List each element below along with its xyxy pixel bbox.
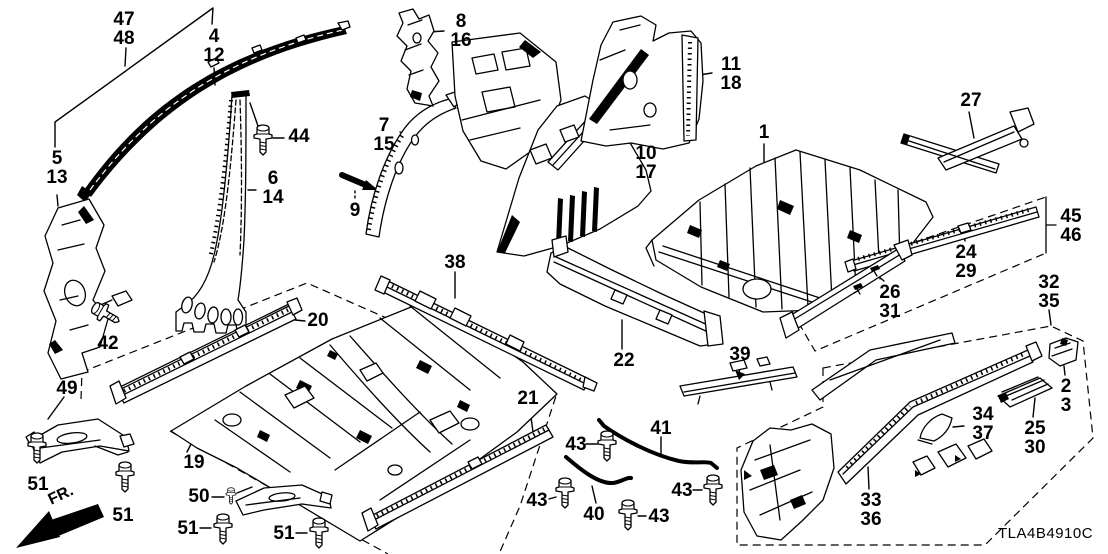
part-bracket-25-30	[997, 376, 1053, 408]
callout-5-13[interactable]: 5 13	[46, 148, 68, 188]
part-damper-base-8-16	[396, 8, 440, 107]
part-strip-40	[564, 455, 633, 485]
part-center-pillar-inner	[175, 90, 250, 335]
part-bracket-34-37	[917, 413, 953, 445]
callout-51-a[interactable]: 51	[27, 474, 49, 495]
callout-21[interactable]: 21	[517, 388, 539, 409]
callout-26-31[interactable]: 26 31	[879, 282, 901, 322]
part-crossmember-bracket-50	[235, 484, 333, 516]
callout-10-17[interactable]: 10 17	[635, 143, 657, 183]
part-floor-crossmember-38	[374, 275, 598, 392]
part-front-pillar-inner	[43, 198, 133, 380]
callout-20[interactable]: 20	[307, 310, 329, 331]
callout-43-a[interactable]: 43	[565, 434, 587, 455]
callout-9[interactable]: 9	[349, 200, 361, 221]
callout-32-35[interactable]: 32 35	[1038, 272, 1060, 312]
part-rear-bulkhead-crossmember-22	[546, 235, 724, 347]
callout-8-16[interactable]: 8 16	[450, 11, 472, 51]
callout-4-12[interactable]: 4 12	[203, 26, 225, 66]
part-front-floor-panel-19	[170, 302, 558, 542]
callout-40[interactable]: 40	[583, 504, 605, 525]
part-roof-side-rail	[77, 20, 351, 202]
diagram-code: TLA4B4910C	[998, 525, 1094, 542]
part-rear-wheelhouse-lower	[740, 423, 835, 541]
part-side-sill-21	[361, 424, 554, 532]
callout-2-3[interactable]: 2 3	[1060, 376, 1072, 416]
callout-7-15[interactable]: 7 15	[373, 115, 395, 155]
callout-38[interactable]: 38	[444, 252, 466, 273]
part-seat-rail-bracket-39	[679, 356, 798, 405]
callout-33-36[interactable]: 33 36	[860, 490, 882, 530]
fr-direction-arrow	[16, 504, 104, 548]
callout-43-b[interactable]: 43	[526, 490, 548, 511]
part-rear-frame-rail-33-36	[811, 332, 1043, 485]
callout-22[interactable]: 22	[613, 350, 635, 371]
callout-27[interactable]: 27	[960, 90, 982, 111]
callout-24-29[interactable]: 24 29	[955, 242, 977, 282]
callout-43-c[interactable]: 43	[648, 506, 670, 527]
part-rear-crossmember-27	[900, 107, 1035, 174]
callout-51-d[interactable]: 51	[273, 523, 295, 544]
part-dashboard-lower-panel	[451, 32, 562, 170]
callout-6-14[interactable]: 6 14	[262, 168, 284, 208]
part-strip-41	[597, 418, 719, 470]
rear-frame-group-dashed-box-45-46	[778, 196, 1057, 352]
part-strip-9	[339, 172, 378, 190]
callout-47-48[interactable]: 47 48	[113, 9, 135, 49]
callout-34-37[interactable]: 34 37	[972, 404, 994, 444]
callout-39[interactable]: 39	[729, 344, 751, 365]
rear-frame-group-dashed-box-32-35	[736, 325, 1094, 546]
callout-41[interactable]: 41	[650, 418, 672, 439]
callout-51-c[interactable]: 51	[177, 518, 199, 539]
callout-19[interactable]: 19	[183, 452, 205, 473]
callout-25-30[interactable]: 25 30	[1024, 418, 1046, 458]
callout-1[interactable]: 1	[758, 122, 770, 143]
callout-43-d[interactable]: 43	[671, 480, 693, 501]
callout-51-b[interactable]: 51	[112, 505, 134, 526]
part-rear-rail-26-31	[779, 239, 913, 339]
callout-44[interactable]: 44	[288, 126, 310, 147]
part-front-wheelhouse-7-15	[365, 90, 465, 238]
callout-49[interactable]: 49	[56, 378, 78, 399]
part-side-sill-20	[109, 297, 303, 405]
callout-50[interactable]: 50	[188, 486, 210, 507]
callout-45-46[interactable]: 45 46	[1060, 206, 1082, 246]
part-rear-inner-panel-11-18	[580, 15, 704, 150]
part-bracket-2-3	[1048, 337, 1079, 367]
callout-42[interactable]: 42	[97, 333, 119, 354]
callout-11-18[interactable]: 11 18	[720, 54, 742, 94]
